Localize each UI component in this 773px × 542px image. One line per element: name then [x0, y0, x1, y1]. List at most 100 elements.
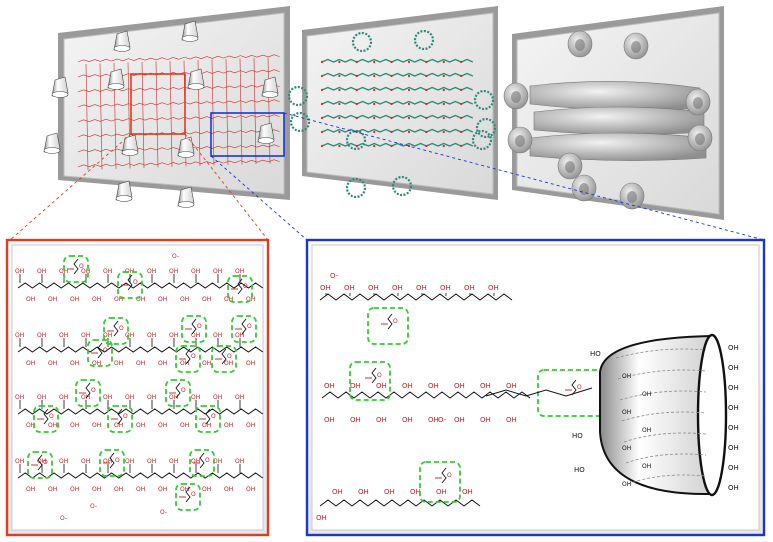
molecule-chain: [321, 114, 474, 119]
ester-link-14: O: [199, 408, 216, 425]
hydroxyl-label: OH: [136, 296, 145, 303]
hydroxyl-label: OH: [224, 422, 233, 429]
surface-strand-3: [529, 132, 707, 161]
hydroxyl-label: OH: [191, 394, 200, 401]
carbonyl-oxygen-label: O: [49, 413, 54, 420]
ester-link-box-3: [227, 275, 253, 303]
hydroxyl-label: OH: [506, 416, 517, 424]
ester-link-5: O: [185, 318, 202, 335]
plate-schematic: [43, 6, 290, 208]
ester-link-13: O: [111, 408, 128, 425]
hydroxyl-label: OH: [384, 488, 395, 496]
hydroxyl-label: OH: [70, 486, 79, 493]
hydroxyl-label: OH: [344, 284, 355, 292]
carbonyl-oxygen-label: O: [181, 387, 186, 394]
hydroxyl-label: OH: [136, 486, 145, 493]
carbonyl-oxygen-label: O: [393, 318, 398, 325]
cone-hydroxyl-right-5: OH: [728, 424, 739, 432]
ester-link-box-14: [195, 405, 221, 433]
hydroxyl-label: OH: [224, 486, 233, 493]
molecule-chain: [321, 86, 474, 91]
backbone-chain-1: [17, 282, 264, 289]
hydroxyl-label: OH: [125, 394, 134, 401]
cone-hydroxyl-right-6: OH: [728, 444, 739, 452]
hydroxyl-label: OH: [37, 458, 46, 465]
hydroxyl-label: OH: [70, 296, 79, 303]
ester-link-9: O: [215, 348, 232, 365]
ester-link-8: O: [179, 348, 196, 365]
hydroxyl-label: OH: [180, 296, 189, 303]
schematic-cone-9: [177, 136, 195, 158]
hydroxyl-label: OH: [402, 416, 413, 424]
schematic-cone-1: [113, 30, 131, 52]
ester-link-3: O: [231, 278, 248, 295]
ester-link-17: O: [193, 452, 210, 469]
hydroxyl-label: OH: [410, 488, 421, 496]
molecule-ring-5: [473, 89, 495, 111]
hydroxyl-label: OH: [213, 332, 222, 339]
cone-hydroxyl-right-3: OH: [728, 384, 739, 392]
blue-backbone-top: [319, 293, 513, 301]
hydroxyl-label: OH: [324, 416, 335, 424]
hydroxyl-label: OH: [70, 360, 79, 367]
linker-chain: [485, 387, 593, 397]
schematic-cone-3: [51, 76, 69, 98]
schematic-cone-4: [107, 68, 125, 90]
molecule-ring-3: [287, 85, 309, 107]
carbonyl-oxygen-label: O: [191, 353, 196, 360]
carbonyl-oxygen-label: O: [91, 387, 96, 394]
carboxylate-label: O-: [438, 416, 447, 424]
hydroxyl-label: OH: [506, 382, 517, 390]
cone-hydroxyl-left-1: HO: [590, 350, 601, 358]
hydroxyl-label: OH: [350, 382, 361, 390]
ester-link-box-2: [117, 271, 143, 299]
hydroxyl-label: OH: [147, 268, 156, 275]
ester-link-left: O: [365, 367, 382, 384]
hydroxyl-label: OH: [191, 268, 200, 275]
hydroxyl-label: OH: [70, 422, 79, 429]
hydroxyl-label: OH: [59, 458, 68, 465]
red-chemical-structure: OH OH OH OH OH OH OH OH OH OH OH OH OH OH OH OH OH OH OH OH…: [15, 253, 264, 522]
hydroxyl-label: OH: [191, 332, 200, 339]
hydroxyl-label: OH: [26, 296, 35, 303]
cone-hydroxyl-inner-4: OH: [642, 427, 651, 434]
backbone-chain-2: [17, 346, 264, 353]
backbone-chain-3: [17, 408, 264, 415]
hydroxyl-label: OH: [213, 268, 222, 275]
hydroxyl-label: OH: [350, 416, 361, 424]
hydroxyl-label: OH: [462, 488, 473, 496]
hydroxyl-label: OH: [158, 296, 167, 303]
hydroxyl-label: OH: [103, 332, 112, 339]
hydroxyl-label: OH: [15, 394, 24, 401]
hydroxyl-label: OH: [436, 488, 447, 496]
red-selection-box[interactable]: [130, 73, 186, 135]
hydroxyl-label: OH: [103, 268, 112, 275]
hydroxyl-label: OH: [454, 382, 465, 390]
schematic-cone-12: [177, 186, 195, 208]
hydroxyl-label: OH: [320, 284, 331, 292]
hydroxyl-label: OH: [246, 296, 255, 303]
plate-surface-model: [503, 6, 724, 220]
hydroxyl-label: OH: [81, 458, 90, 465]
molecule-chain: [321, 142, 474, 147]
blue-selection-box[interactable]: [210, 112, 285, 157]
cone-hydroxyl-inner-6: OH: [642, 463, 651, 470]
carbonyl-oxygen-label: O: [79, 263, 84, 270]
hydroxyl-label: OH: [125, 458, 134, 465]
ester-link-4: O: [107, 320, 124, 337]
hydroxyl-label: OH: [81, 394, 90, 401]
schematic-cone-5: [187, 68, 205, 90]
carbonyl-oxygen-label: O: [377, 372, 382, 379]
hydroxyl-label: OH: [114, 360, 123, 367]
hydroxyl-label: OH: [81, 332, 90, 339]
hydroxyl-label: OH: [147, 332, 156, 339]
ester-link-box-13: [107, 405, 133, 433]
hydroxyl-label: OH: [316, 514, 327, 522]
carbonyl-oxygen-label: O: [133, 279, 138, 286]
ester-link-1: O: [67, 258, 84, 275]
schematic-cone-6: [261, 76, 279, 98]
cone-hydroxyl-inner-7: OH: [622, 481, 631, 488]
hydroxyl-label: OH: [48, 486, 57, 493]
molecule-ring-4: [289, 111, 311, 133]
